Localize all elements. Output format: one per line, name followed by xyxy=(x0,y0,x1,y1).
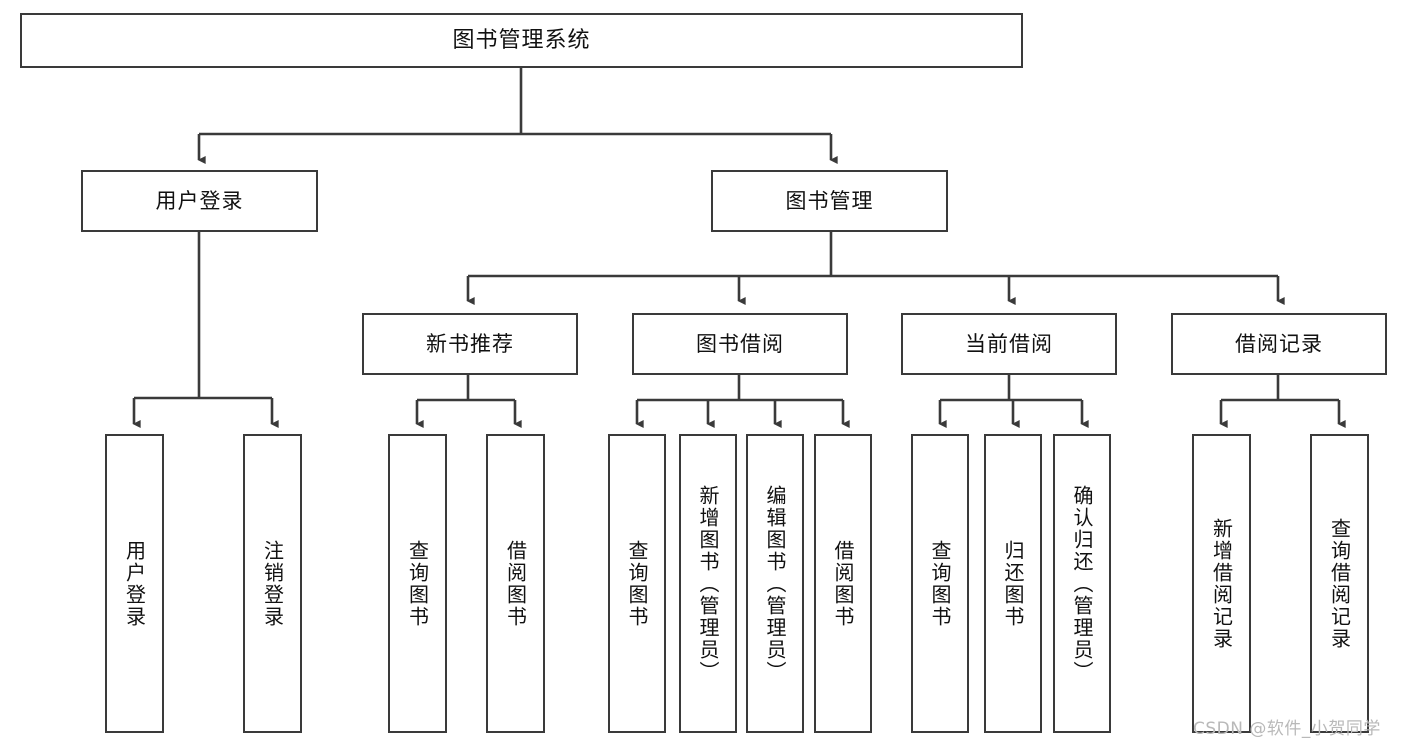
node-leaf-return-book-label: 归还图书 xyxy=(1001,539,1025,628)
node-current-borrow-label: 当前借阅 xyxy=(965,331,1053,356)
node-root[interactable]: 图书管理系统 xyxy=(20,13,1023,68)
node-root-label: 图书管理系统 xyxy=(452,27,591,53)
node-new-book-rec[interactable]: 新书推荐 xyxy=(362,313,578,375)
node-leaf-query-record-label: 查询借阅记录 xyxy=(1327,517,1352,650)
node-leaf-query-book-cur-label: 查询图书 xyxy=(928,539,952,628)
node-current-borrow[interactable]: 当前借阅 xyxy=(901,313,1117,375)
node-leaf-return-book[interactable]: 归还图书 xyxy=(984,434,1042,733)
node-leaf-user-logout-label: 注销登录 xyxy=(260,539,285,628)
node-leaf-confirm-return-label: 确认归还（管理员） xyxy=(1070,484,1094,683)
node-leaf-borrow-book[interactable]: 借阅图书 xyxy=(814,434,872,733)
node-leaf-add-record[interactable]: 新增借阅记录 xyxy=(1192,434,1251,733)
node-leaf-query-book-borrow[interactable]: 查询图书 xyxy=(608,434,666,733)
node-leaf-borrow-book-label: 借阅图书 xyxy=(831,539,855,628)
node-leaf-query-book-borrow-label: 查询图书 xyxy=(625,539,649,628)
node-leaf-add-record-label: 新增借阅记录 xyxy=(1209,517,1234,650)
node-leaf-query-book-rec[interactable]: 查询图书 xyxy=(388,434,447,733)
node-book-manage[interactable]: 图书管理 xyxy=(711,170,948,232)
node-leaf-borrow-book-rec[interactable]: 借阅图书 xyxy=(486,434,545,733)
node-leaf-user-logout[interactable]: 注销登录 xyxy=(243,434,302,733)
node-user-login-label: 用户登录 xyxy=(155,188,244,213)
node-leaf-query-book-rec-label: 查询图书 xyxy=(405,539,430,628)
node-leaf-add-book[interactable]: 新增图书（管理员） xyxy=(679,434,737,733)
node-user-login[interactable]: 用户登录 xyxy=(81,170,318,232)
node-leaf-add-book-label: 新增图书（管理员） xyxy=(696,484,720,683)
node-book-manage-label: 图书管理 xyxy=(785,188,874,213)
node-leaf-user-login-label: 用户登录 xyxy=(122,539,147,628)
node-book-borrow-label: 图书借阅 xyxy=(696,331,784,356)
node-leaf-edit-book[interactable]: 编辑图书（管理员） xyxy=(746,434,804,733)
node-leaf-query-book-cur[interactable]: 查询图书 xyxy=(911,434,969,733)
node-leaf-borrow-book-rec-label: 借阅图书 xyxy=(503,539,528,628)
node-leaf-query-record[interactable]: 查询借阅记录 xyxy=(1310,434,1369,733)
node-borrow-record-label: 借阅记录 xyxy=(1235,331,1323,356)
node-leaf-edit-book-label: 编辑图书（管理员） xyxy=(763,484,787,683)
node-leaf-user-login[interactable]: 用户登录 xyxy=(105,434,164,733)
node-book-borrow[interactable]: 图书借阅 xyxy=(632,313,848,375)
node-borrow-record[interactable]: 借阅记录 xyxy=(1171,313,1387,375)
node-new-book-rec-label: 新书推荐 xyxy=(426,331,514,356)
csdn-watermark: CSDN @软件_小贺同学 xyxy=(1193,719,1381,739)
node-leaf-confirm-return[interactable]: 确认归还（管理员） xyxy=(1053,434,1111,733)
